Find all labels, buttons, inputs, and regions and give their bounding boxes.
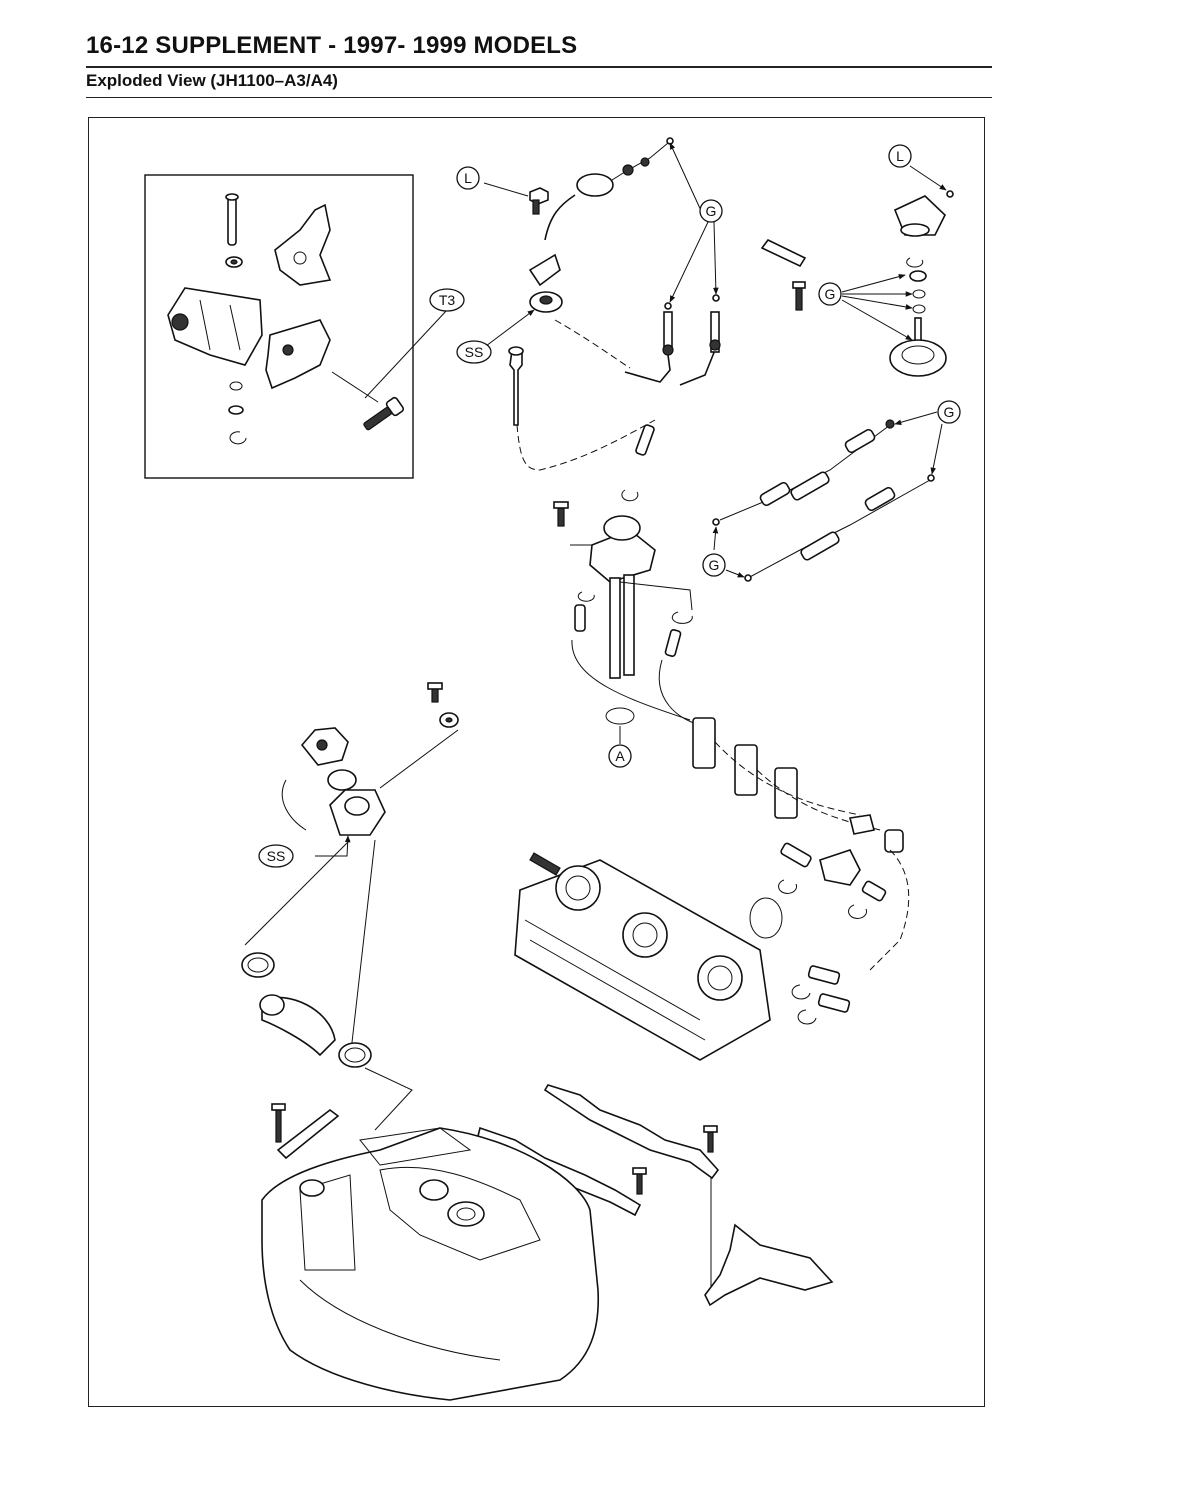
callout-L-left: L [456, 166, 480, 190]
diagram-frame [88, 117, 985, 1407]
callout-G-right-mid: G [818, 282, 842, 306]
svg-text:G: G [706, 203, 717, 219]
subtitle-rule [86, 97, 992, 98]
svg-text:A: A [615, 748, 625, 764]
fuel-filter-group [692, 717, 910, 1025]
callout-G-top: G [699, 199, 723, 223]
svg-text:T3: T3 [439, 292, 456, 308]
page-title: 16-12 SUPPLEMENT - 1997- 1999 MODELS [86, 32, 578, 59]
fuel-tank [261, 1127, 600, 1401]
svg-text:G: G [825, 286, 836, 302]
svg-text:SS: SS [465, 344, 484, 360]
top-right-knob-assembly [760, 165, 954, 377]
inset-throttle-lever [144, 174, 448, 479]
top-center-hoses [483, 137, 721, 502]
carburetor-bank [514, 852, 771, 1061]
svg-text:L: L [464, 170, 472, 186]
right-cables [712, 411, 943, 582]
svg-text:G: G [709, 557, 720, 573]
callout-G-cable-left: G [702, 553, 726, 577]
callout-SS-top: SS [456, 340, 492, 364]
svg-text:L: L [896, 148, 904, 164]
callout-L-right: L [888, 144, 912, 168]
callout-T3: T3 [429, 288, 465, 312]
section-subtitle: Exploded View (JH1100–A3/A4) [86, 71, 338, 90]
filler-cap-assembly [244, 682, 459, 1061]
svg-text:G: G [944, 404, 955, 420]
callout-A: A [608, 744, 632, 768]
svg-text:SS: SS [267, 848, 286, 864]
fuel-valve [553, 501, 701, 744]
callout-G-far-right: G [937, 400, 961, 424]
hose-clamps [241, 952, 413, 1131]
title-rule [86, 66, 992, 68]
callout-SS-bottom: SS [258, 844, 294, 868]
